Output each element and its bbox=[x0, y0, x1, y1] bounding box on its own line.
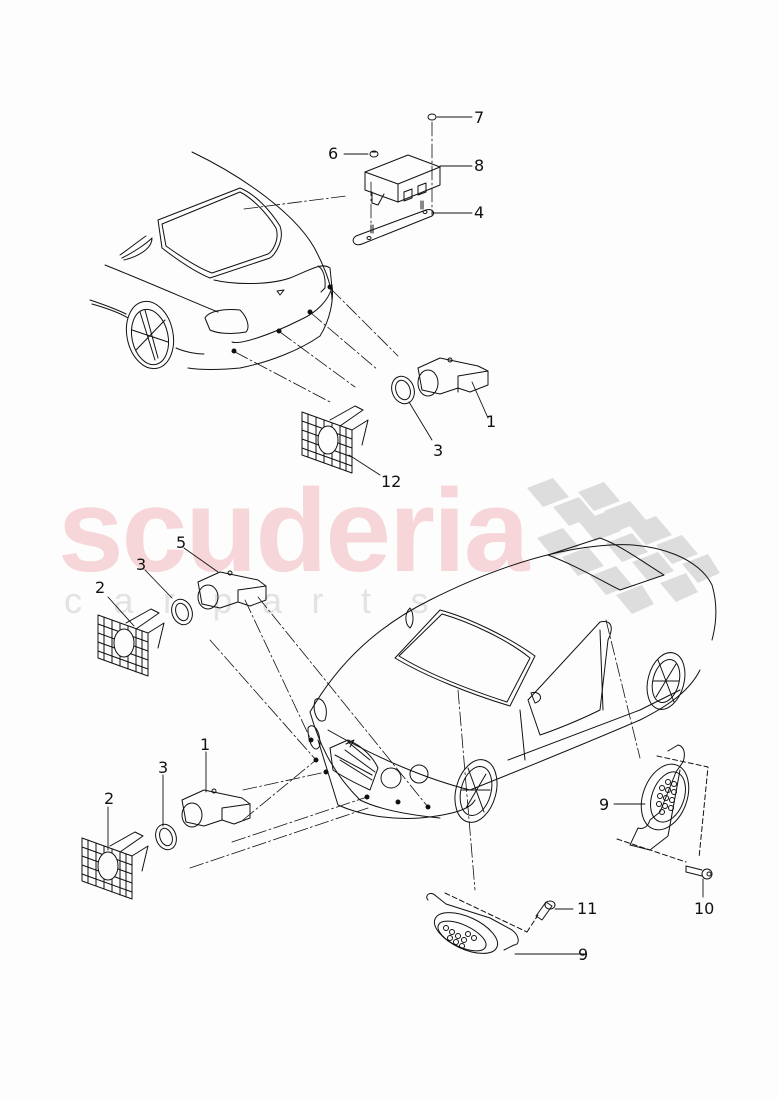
callout-9-side: 9 bbox=[599, 795, 610, 814]
front-inner-sensor-group bbox=[81, 788, 251, 900]
callout-12: 12 bbox=[381, 472, 402, 491]
callout-10: 10 bbox=[694, 899, 715, 918]
watermark-letter: a bbox=[113, 580, 134, 621]
watermark-letter: a bbox=[262, 580, 283, 621]
front-outer-sensor-group bbox=[97, 570, 267, 677]
callout-3-front-inner: 3 bbox=[158, 758, 169, 777]
watermark-letter: c bbox=[64, 580, 82, 621]
callout-3-front-outer: 3 bbox=[136, 555, 147, 574]
warning-buzzer-side bbox=[616, 744, 713, 880]
callout-6: 6 bbox=[328, 144, 339, 163]
callout-2-front-inner: 2 bbox=[104, 789, 115, 808]
callout-8: 8 bbox=[474, 156, 485, 175]
callout-2-front-outer: 2 bbox=[95, 578, 106, 597]
callout-7: 7 bbox=[474, 108, 485, 127]
callout-9-bottom: 9 bbox=[578, 945, 589, 964]
callout-11: 11 bbox=[577, 899, 598, 918]
rear-sensor-group bbox=[301, 357, 489, 474]
warning-buzzer-bottom bbox=[426, 892, 556, 954]
watermark-letter: r bbox=[311, 580, 324, 621]
callout-4: 4 bbox=[474, 203, 485, 222]
rear-car-illustration bbox=[89, 151, 333, 370]
watermark-letter: p bbox=[212, 580, 233, 621]
control-unit bbox=[352, 113, 441, 246]
watermark-letter: t bbox=[361, 580, 372, 621]
callout-3-rear: 3 bbox=[433, 441, 444, 460]
callout-1-front-inner: 1 bbox=[200, 735, 211, 754]
callout-1-rear: 1 bbox=[486, 412, 497, 431]
callout-5: 5 bbox=[176, 533, 187, 552]
front-car-illustration bbox=[307, 537, 717, 823]
watermark-scuderia: scuderia bbox=[58, 465, 529, 597]
watermark-letter: s bbox=[410, 580, 429, 621]
